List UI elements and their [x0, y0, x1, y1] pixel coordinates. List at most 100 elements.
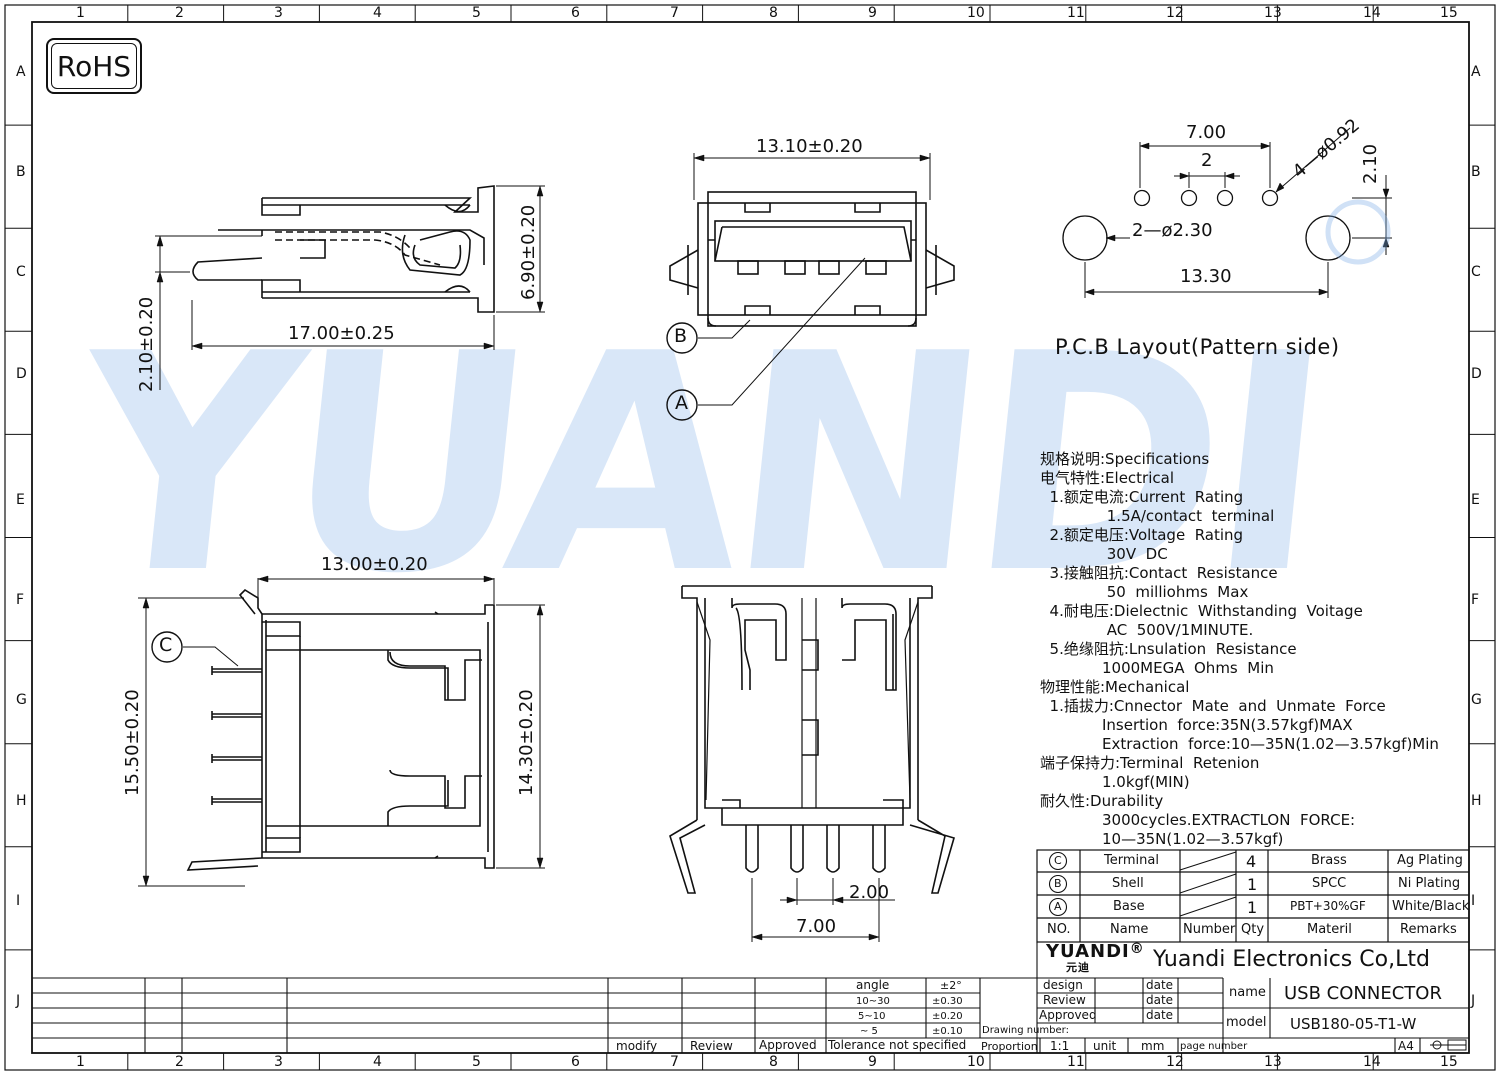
bom-row-c-material: Brass: [1311, 853, 1347, 868]
callout-a-label: A: [675, 392, 688, 414]
spec-line: 2.额定电压:Voltage Rating: [1040, 526, 1244, 544]
spec-line: 5.绝缘阻抗:Lnsulation Resistance: [1040, 640, 1297, 658]
tolerance-value-3: ±0.10: [932, 1026, 963, 1037]
grid-label: F: [1471, 592, 1480, 608]
grid-label: 2: [175, 1054, 184, 1070]
grid-label: G: [1471, 692, 1482, 708]
callout-c-label: C: [159, 634, 173, 656]
grid-label: 7: [670, 1054, 679, 1070]
grid-label: 5: [472, 1054, 481, 1070]
grid-label: 3: [274, 1054, 283, 1070]
grid-label: 12: [1166, 1054, 1184, 1070]
paper-size: A4: [1398, 1039, 1414, 1053]
grid-label: 10: [967, 5, 985, 21]
grid-label: 7: [670, 5, 679, 21]
tolerance-range-2: 5~10: [858, 1011, 886, 1022]
grid-label: 11: [1067, 1054, 1085, 1070]
proportion-value: 1:1: [1050, 1039, 1070, 1053]
grid-label: 11: [1067, 5, 1085, 21]
date-label-3: date: [1146, 1008, 1174, 1022]
pcb-mount-hole-dim: 2—ø2.30: [1132, 220, 1213, 241]
page-number-label: page number: [1180, 1041, 1248, 1052]
review-label: Review: [1043, 993, 1086, 1007]
bottom-pin-span-dim: 7.00: [796, 916, 837, 937]
spec-line: 50 milliohms Max: [1040, 583, 1249, 601]
grid-label: 3: [274, 5, 283, 21]
bom-row-a-qty: 1: [1247, 898, 1258, 917]
pcb-pad-span-dim: 7.00: [1186, 122, 1227, 143]
spec-line: 1.插拔力:Cnnector Mate and Unmate Force: [1040, 697, 1386, 715]
grid-label: 15: [1440, 5, 1458, 21]
spec-line: 规格说明:Specifications: [1040, 450, 1210, 468]
side-pin-offset-dim: 2.10±0.20: [136, 296, 157, 392]
bom-header-name: Name: [1110, 922, 1149, 937]
approved-label: Approved: [1039, 1008, 1097, 1022]
bom-row-b-qty: 1: [1247, 875, 1258, 894]
grid-label: F: [16, 592, 25, 608]
grid-label: A: [16, 64, 26, 80]
pcb-mount-span-dim: 13.30: [1180, 266, 1232, 287]
tolerance-value-1: ±0.30: [932, 996, 963, 1007]
grid-label: C: [16, 264, 26, 280]
bottom-pin-pitch-dim: 2.00: [849, 882, 890, 903]
tolerance-range-1: 10~30: [856, 996, 890, 1007]
rohs-badge: RoHS: [46, 38, 142, 94]
grid-label: 10: [967, 1054, 985, 1070]
top-inner-height-dim: 14.30±0.20: [516, 689, 537, 796]
spec-line: 端子保持力:Terminal Retenion: [1040, 754, 1260, 772]
grid-label: D: [1471, 366, 1482, 382]
grid-label: E: [16, 492, 25, 508]
top-outer-height-dim: 15.50±0.20: [122, 689, 143, 796]
spec-line: Extraction force:10—35N(1.02—3.57kgf)Min: [1040, 735, 1439, 753]
grid-label: 5: [472, 5, 481, 21]
bom-header-material: Materil: [1307, 922, 1352, 937]
grid-label: 8: [769, 1054, 778, 1070]
spec-line: 1.额定电流:Current Rating: [1040, 488, 1244, 506]
top-width-dim: 13.00±0.20: [321, 554, 428, 575]
grid-label: 2: [175, 5, 184, 21]
grid-label: 9: [868, 1054, 877, 1070]
modify-label: modify: [616, 1039, 658, 1053]
pcb-pad-pitch-dim: 2: [1201, 150, 1213, 171]
grid-label: 13: [1264, 1054, 1282, 1070]
tolerance-range-0: angle: [856, 978, 890, 992]
design-label: design: [1043, 978, 1083, 992]
bom-row-b-no: B: [1054, 877, 1062, 890]
bom-row-a-remarks: White/Black: [1392, 899, 1470, 914]
grid-label: 14: [1363, 1054, 1381, 1070]
grid-label: 6: [571, 5, 580, 21]
spec-line: 3.接触阻抗:Contact Resistance: [1040, 564, 1278, 582]
unit-value: mm: [1141, 1039, 1165, 1053]
review-col-label: Review: [690, 1039, 733, 1053]
bom-row-a-no: A: [1054, 900, 1062, 913]
grid-label: E: [1471, 492, 1480, 508]
unit-label: unit: [1093, 1039, 1117, 1053]
logo-registered: ®: [1129, 941, 1145, 957]
grid-label: B: [1471, 164, 1481, 180]
model-label: model: [1226, 1015, 1267, 1030]
tolerance-range-3: ~ 5: [860, 1026, 878, 1037]
approved-col-label: Approved: [759, 1038, 817, 1052]
spec-line: 电气特性:Electrical: [1040, 469, 1174, 487]
company-name: Yuandi Electronics Co,Ltd: [1153, 947, 1430, 972]
tolerance-label: Tolerance not specified: [828, 1038, 967, 1052]
grid-label: H: [1471, 793, 1482, 809]
pcb-layout: [1062, 127, 1392, 298]
side-view: [155, 185, 545, 390]
spec-line: 物理性能:Mechanical: [1040, 678, 1190, 696]
grid-label: H: [16, 793, 27, 809]
date-label-2: date: [1146, 993, 1174, 1007]
spec-line: 10—35N(1.02—3.57kgf): [1040, 830, 1284, 848]
bom-row-b-material: SPCC: [1312, 876, 1347, 891]
bom-row-a-material: PBT+30%GF: [1290, 899, 1366, 913]
grid-label: J: [16, 993, 21, 1009]
side-length-dim: 17.00±0.25: [288, 323, 395, 344]
spec-line: 30V DC: [1040, 545, 1168, 563]
grid-label: 4: [373, 1054, 382, 1070]
pcb-offset-dim: 2.10: [1360, 143, 1381, 184]
grid-label: G: [16, 692, 27, 708]
spec-line: 3000cycles.EXTRACTLON FORCE:: [1040, 811, 1356, 829]
grid-label: 1: [76, 1054, 85, 1070]
grid-label: 6: [571, 1054, 580, 1070]
